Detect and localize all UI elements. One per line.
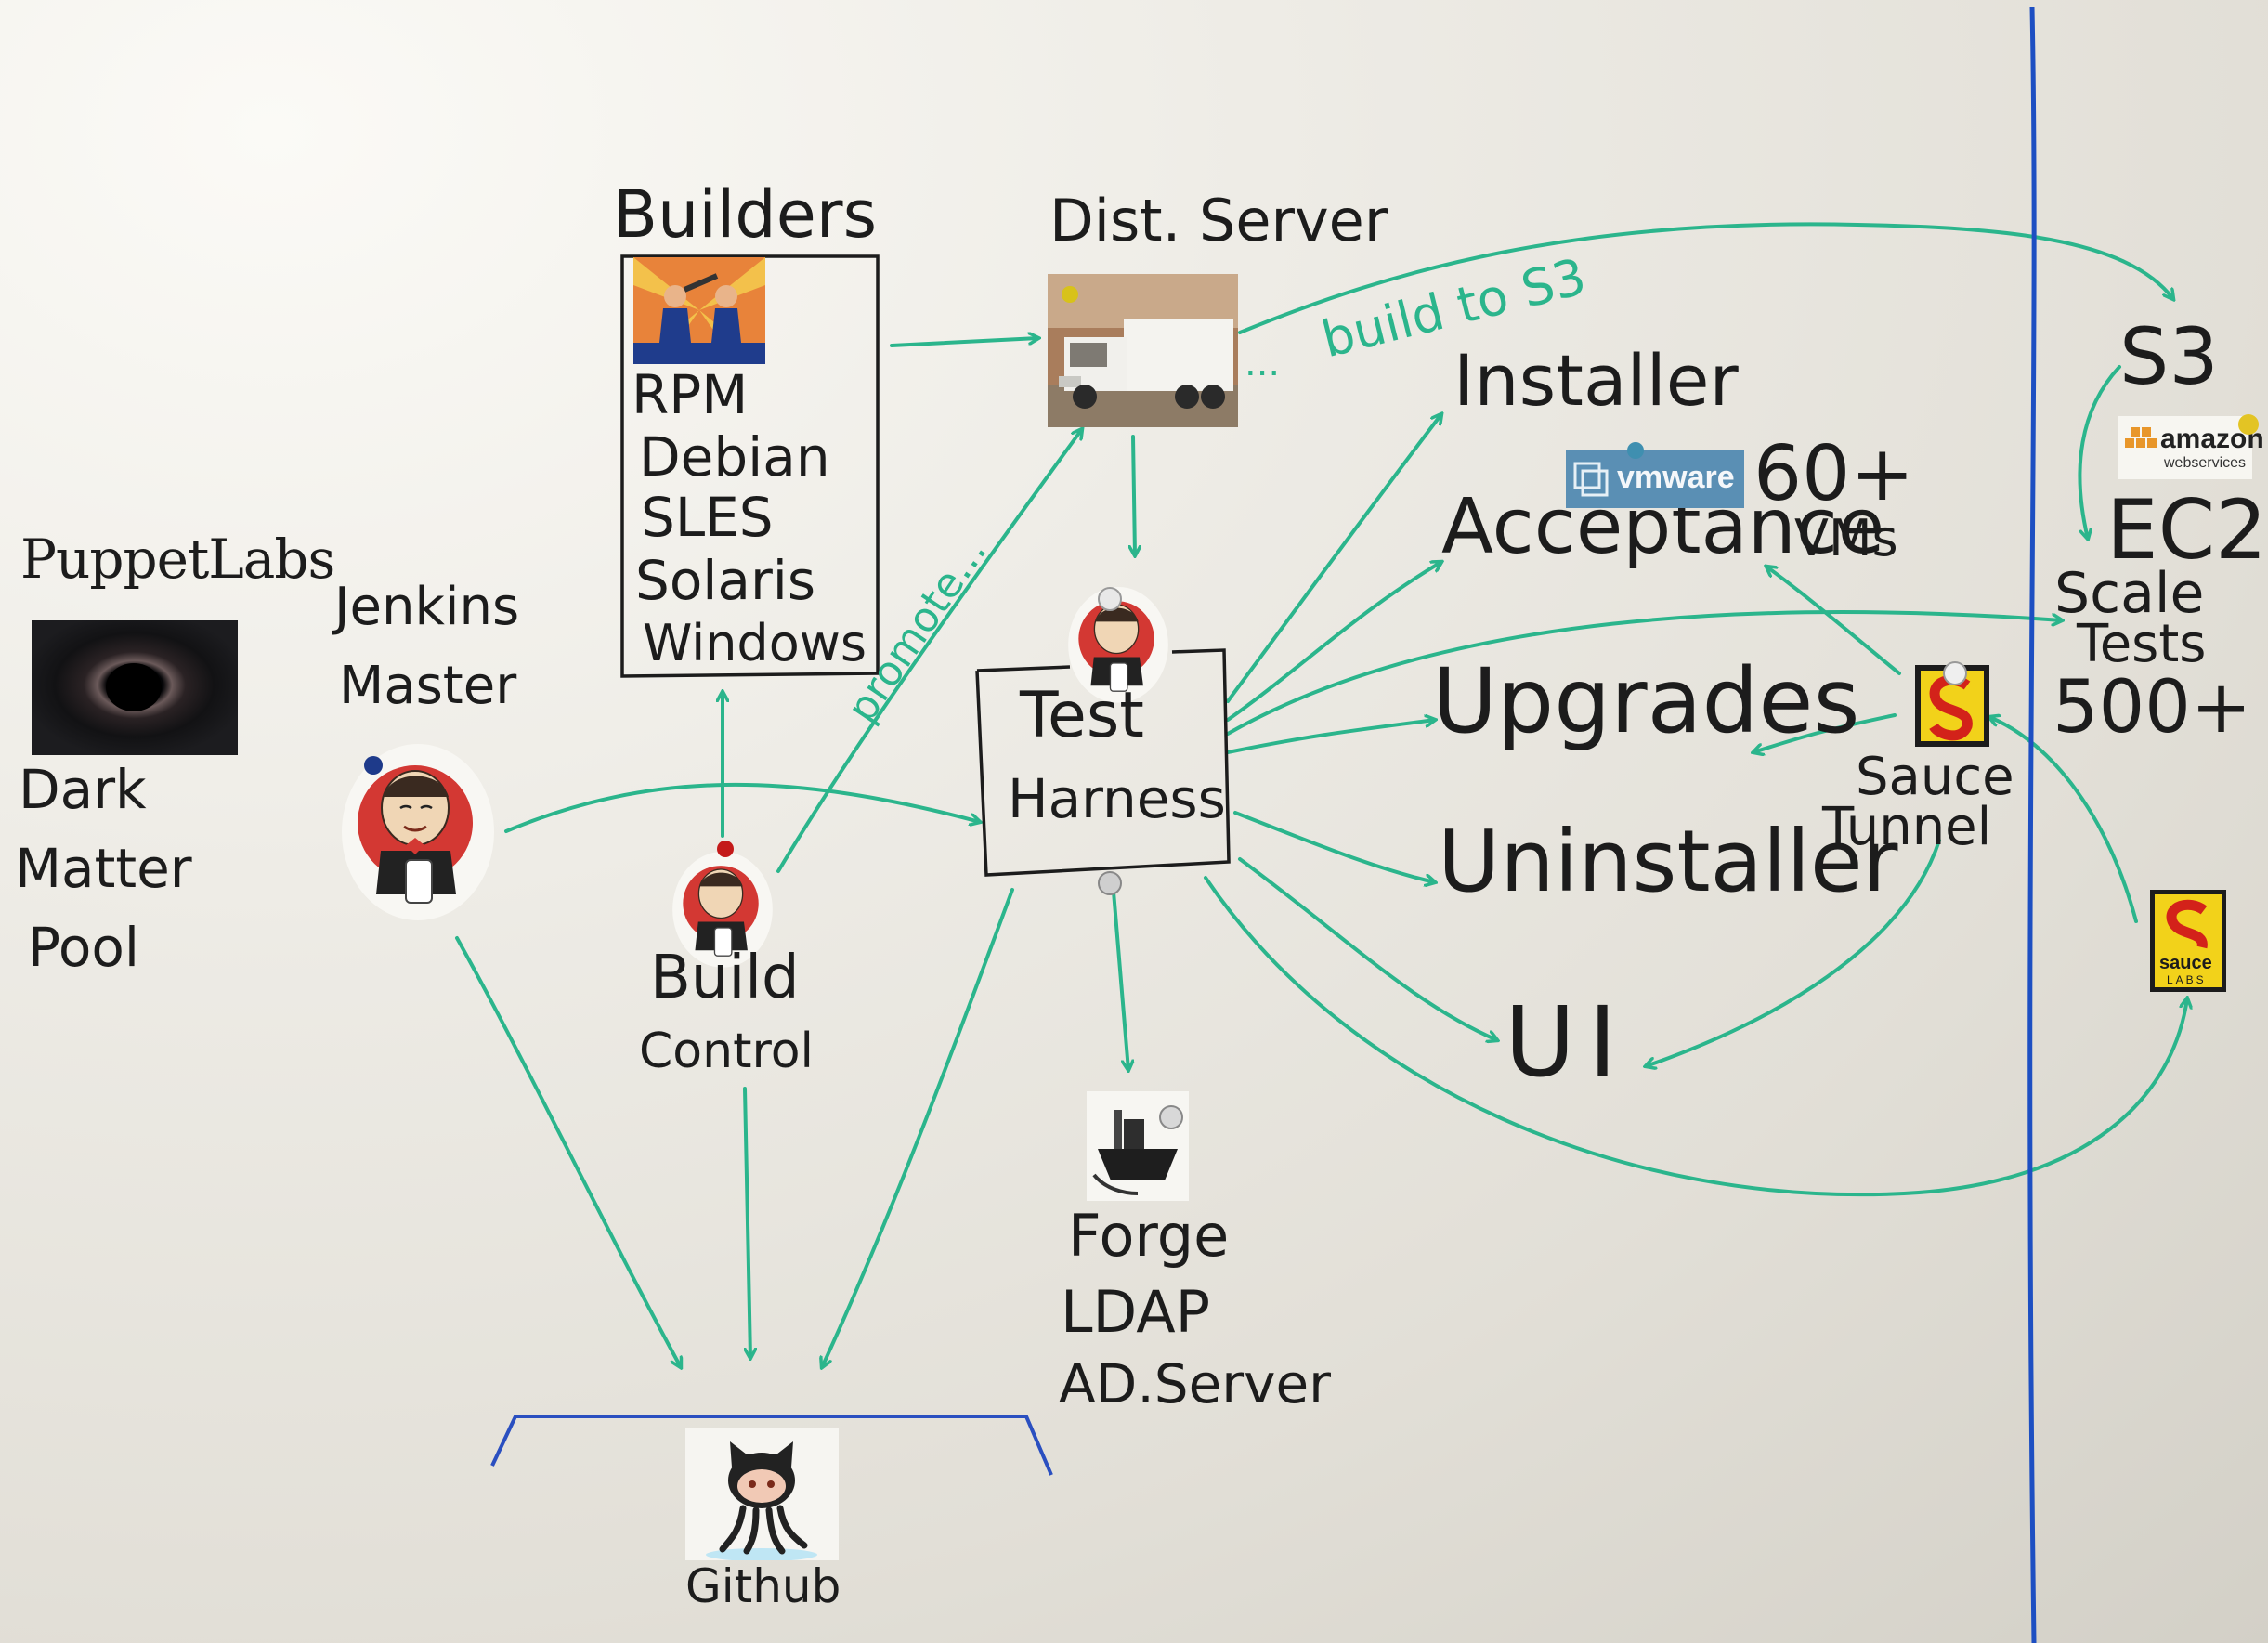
test-harness-box (975, 648, 1231, 877)
jenkins-butler-icon (339, 741, 497, 922)
github-label: Github (685, 1559, 841, 1613)
puppetlabs-line-3: Pool (28, 916, 139, 979)
builders-item-debian: Debian (639, 425, 830, 489)
black-hole-icon (32, 620, 238, 755)
cloud-ec2: EC2 (2106, 482, 2268, 578)
arrow-harness-to-ui (1238, 857, 1497, 1040)
arrow-promote-to-dist (776, 429, 1082, 873)
sauce-tunnel-line-1: Sauce (1856, 747, 2014, 807)
sauce-tunnel-line-2: Tunnel (1822, 797, 1992, 857)
arrow-builders-to-dist (890, 338, 1038, 347)
arrow-dist-to-s3 (1238, 222, 2173, 334)
cloud-scale-line-3: 500+ (2053, 666, 2252, 750)
arrow-dist-to-harness (1133, 435, 1135, 555)
arrow-harness-to-scale (1226, 610, 2062, 736)
push-pin (1627, 442, 1644, 459)
sauce-labs-icon: sauce LABS (2150, 890, 2226, 992)
builders-hammer-icon (633, 257, 765, 364)
push-pin (1943, 661, 1967, 685)
builders-title: Builders (613, 176, 878, 253)
github-octocat-icon (685, 1428, 839, 1561)
arrow-saucelabs-to-tunnel (1989, 717, 2138, 923)
vms-label: VMs (1794, 509, 1898, 567)
puppetlabs-line-2: Matter (15, 837, 192, 900)
truck-photo-icon (1048, 274, 1238, 427)
push-pin (717, 841, 734, 857)
arrow-harness-to-saucelabs (1204, 876, 2187, 1197)
arrow-harness-to-installer (1226, 414, 1441, 703)
vmware-logo-icon: vmware (1566, 450, 1744, 508)
forge-line-2: LDAP (1061, 1278, 1210, 1346)
arrow-tunnel-to-acceptance (1766, 567, 1901, 675)
push-pin (1098, 587, 1122, 611)
cloud-scale-line-2: Tests (2077, 614, 2207, 674)
cloud-scale-line-1: Scale (2054, 561, 2205, 626)
push-pin (1062, 286, 1078, 303)
test-harness-line-2: Harness (1008, 767, 1226, 830)
puppet-forge-ship-icon (1087, 1091, 1189, 1201)
dist-server-title: Dist. Server (1049, 187, 1388, 254)
arrow-master-to-github (455, 936, 681, 1367)
push-pin (364, 756, 383, 775)
sauce-labs-logo-bottom: LABS (2167, 973, 2207, 986)
puppetlabs-title: PuppetLabs (20, 528, 335, 591)
puppetlabs-line-1: Dark (19, 758, 147, 821)
builders-item-solaris: Solaris (635, 549, 816, 612)
builders-item-windows: Windows (643, 614, 867, 672)
target-upgrades: Upgrades (1432, 649, 1860, 753)
push-pin (1159, 1105, 1183, 1129)
dist-ellipsis: ... (1245, 342, 1281, 385)
arrow-harness-to-uninstaller (1233, 811, 1435, 882)
target-installer: Installer (1453, 339, 1739, 422)
build-control-line-2: Control (639, 1024, 814, 1079)
github-bracket (490, 1415, 1053, 1476)
builders-item-sles: SLES (641, 486, 774, 549)
forge-line-1: Forge (1068, 1202, 1230, 1270)
push-pin (2238, 414, 2259, 435)
arrow-harness-to-acceptance (1226, 562, 1441, 722)
push-pin (1098, 871, 1122, 895)
arrow-master-to-harness (504, 782, 980, 833)
cloud-divider-line (2027, 7, 2037, 1643)
builders-item-rpm: RPM (632, 363, 749, 426)
target-ui: UI (1505, 985, 1630, 1099)
arrow-s3-to-ec2 (2078, 365, 2121, 539)
test-harness-line-1: Test (1020, 679, 1144, 752)
forge-line-3: AD.Server (1059, 1352, 1331, 1415)
vms-count: 60+ (1753, 430, 1915, 518)
arrow-buildctl-to-github (743, 1087, 750, 1358)
cloud-s3: S3 (2119, 311, 2219, 402)
jenkins-master-line-1: Jenkins (334, 577, 520, 637)
build-control-line-1: Build (650, 944, 800, 1012)
jenkins-butler-icon (1066, 585, 1170, 704)
target-uninstaller: Uninstaller (1438, 812, 1898, 911)
jenkins-butler-icon (671, 850, 775, 969)
vmware-logo-text: vmware (1617, 460, 1735, 495)
arrow-tunnel-to-upgrades (1753, 713, 1897, 752)
arrow-harness-to-github (822, 888, 1014, 1367)
amazon-logo-subtext: webservices (2164, 455, 2247, 471)
builders-box (620, 254, 880, 678)
arrow-harness-to-upgrades (1226, 720, 1435, 754)
sauce-labs-logo-top: sauce (2159, 953, 2212, 973)
amazon-aws-logo-icon: amazon webservices (2118, 416, 2264, 479)
arrow-harness-to-forge (1111, 879, 1128, 1070)
arrow-tunnel-to-ui (1646, 839, 1941, 1066)
jenkins-master-line-2: Master (339, 656, 517, 716)
